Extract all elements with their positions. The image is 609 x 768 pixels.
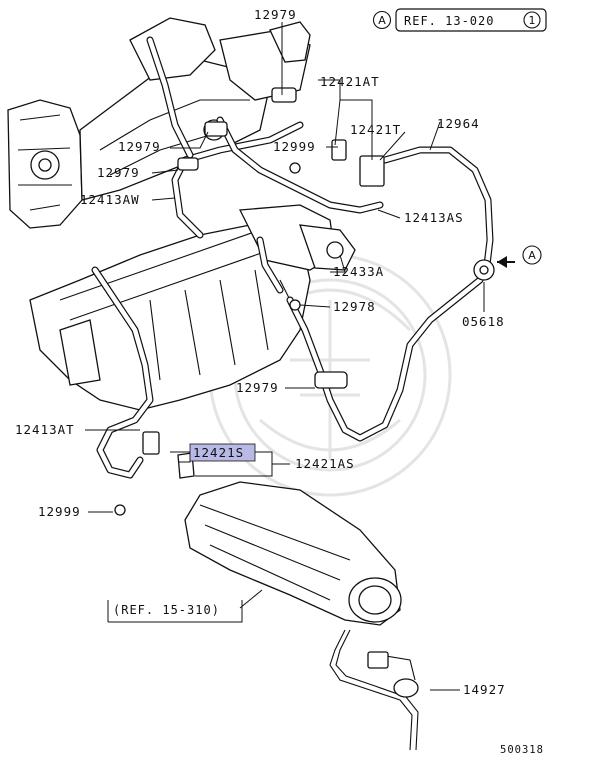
highlight-12421S bbox=[189, 443, 256, 462]
catalytic-converter-illustration bbox=[184, 481, 402, 626]
intake-manifold-illustration bbox=[29, 204, 356, 411]
label-12999-top: 12999 bbox=[273, 139, 316, 154]
ref-13-020-callout[interactable]: A REF. 13-020 1 bbox=[372, 8, 547, 32]
leader-lines bbox=[85, 22, 485, 691]
label-12421S: 12421S bbox=[193, 445, 244, 460]
label-12979-left: 12979 bbox=[97, 165, 140, 180]
ref-index-number: 1 bbox=[529, 14, 536, 27]
sensor-harness-illustration bbox=[329, 629, 419, 751]
ref-13-020-text: REF. 13-020 bbox=[404, 14, 494, 28]
arrow-to-ref-a[interactable]: A bbox=[497, 245, 542, 268]
label-12978: 12978 bbox=[333, 299, 376, 314]
ref-15-310-text: (REF. 15-310) bbox=[113, 603, 220, 617]
hose-components bbox=[114, 87, 495, 516]
label-12413AW: 12413AW bbox=[80, 192, 140, 207]
label-12421T: 12421T bbox=[350, 122, 401, 137]
diagram-number: 500318 bbox=[500, 744, 544, 756]
label-12433A: 12433A bbox=[333, 264, 384, 279]
ref-15-310-bracket bbox=[107, 600, 243, 623]
label-14927: 14927 bbox=[463, 682, 506, 697]
label-12979-mid: 12979 bbox=[118, 139, 161, 154]
label-12421AT: 12421AT bbox=[320, 74, 380, 89]
throttle-body-illustration bbox=[7, 17, 311, 229]
label-12979-low: 12979 bbox=[236, 380, 279, 395]
label-12421AS: 12421AS bbox=[295, 456, 355, 471]
ref-marker-a: A bbox=[528, 249, 536, 262]
ref-marker-a-top: A bbox=[378, 14, 386, 27]
label-12413AS: 12413AS bbox=[404, 210, 464, 225]
part-labels: 12979 12421AT 12421T 12964 12979 12999 1… bbox=[15, 7, 544, 756]
label-12999-bottom: 12999 bbox=[38, 504, 81, 519]
label-12964: 12964 bbox=[437, 116, 480, 131]
label-05618: 05618 bbox=[462, 314, 505, 329]
label-12413AT: 12413AT bbox=[15, 422, 75, 437]
label-12979-top: 12979 bbox=[254, 7, 297, 22]
